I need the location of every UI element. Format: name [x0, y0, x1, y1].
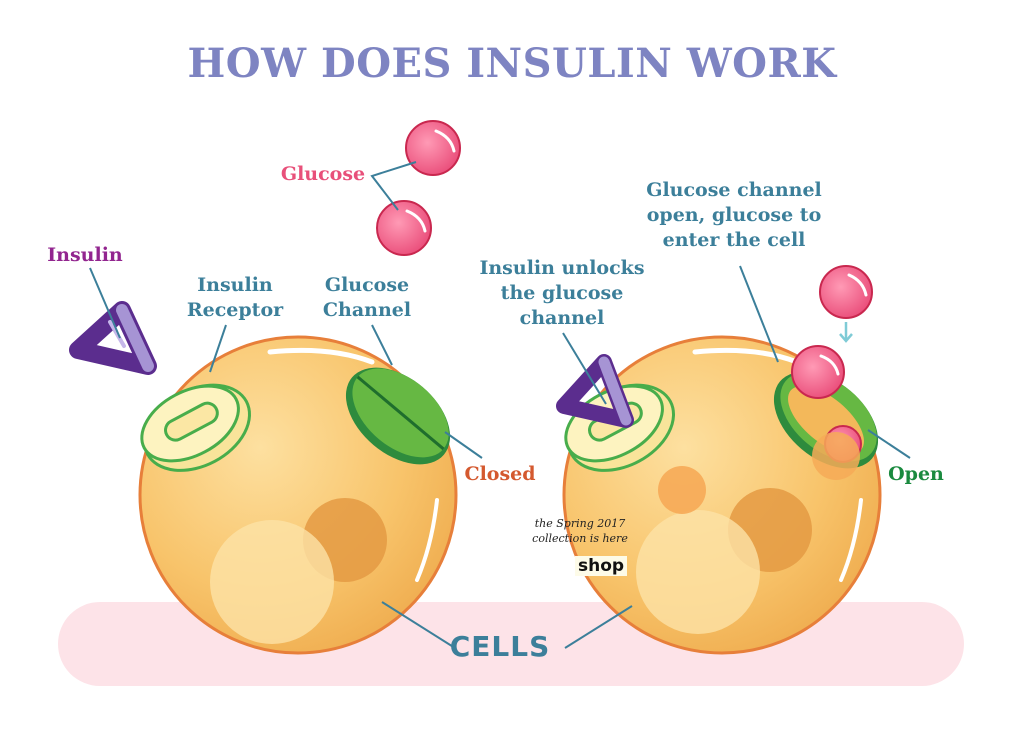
insulin-unlocks-label: Insulin unlocks the glucose channel [479, 257, 645, 329]
glucose-entering [791, 345, 845, 399]
right-cell-vacuole [636, 510, 760, 634]
insulin-molecule-bound [556, 354, 634, 428]
glucose-channel-label: Glucose Channel [322, 274, 412, 321]
promo-text: the Spring 2017 collection is here [532, 517, 628, 545]
glucose-molecule-2 [376, 200, 432, 256]
leader-lines [89, 161, 911, 649]
left-cell [138, 335, 458, 655]
right-cell-highlight [692, 347, 800, 365]
insulin-receptor-left [140, 383, 252, 472]
insulin-molecule [69, 301, 157, 375]
open-label: Open [888, 463, 944, 485]
closed-label: Closed [464, 463, 536, 485]
insulin-receptor-label: Insulin Receptor [186, 274, 284, 321]
left-cell-shine [415, 498, 439, 582]
right-cell-shine [839, 498, 863, 582]
glucose-inside-under-channel [812, 432, 860, 480]
cells-label: CELLS [449, 630, 551, 663]
glucose-label: Glucose [280, 163, 366, 185]
left-cell-highlight [267, 347, 375, 365]
glucose-molecule-1 [405, 120, 461, 176]
glucose-molecule-incoming [819, 265, 873, 319]
shop-link[interactable]: shop [575, 556, 628, 576]
right-cell-glucose-inside [658, 466, 706, 514]
left-cell-vacuole [210, 520, 334, 644]
channel-open-label: Glucose channel open, glucose to enter t… [646, 179, 822, 251]
down-arrow-icon [839, 322, 853, 343]
insulin-label: Insulin [47, 244, 123, 266]
glucose-channel-closed [345, 367, 451, 465]
right-cell [556, 335, 882, 655]
page-title: HOW DOES INSULIN WORK [187, 40, 837, 87]
